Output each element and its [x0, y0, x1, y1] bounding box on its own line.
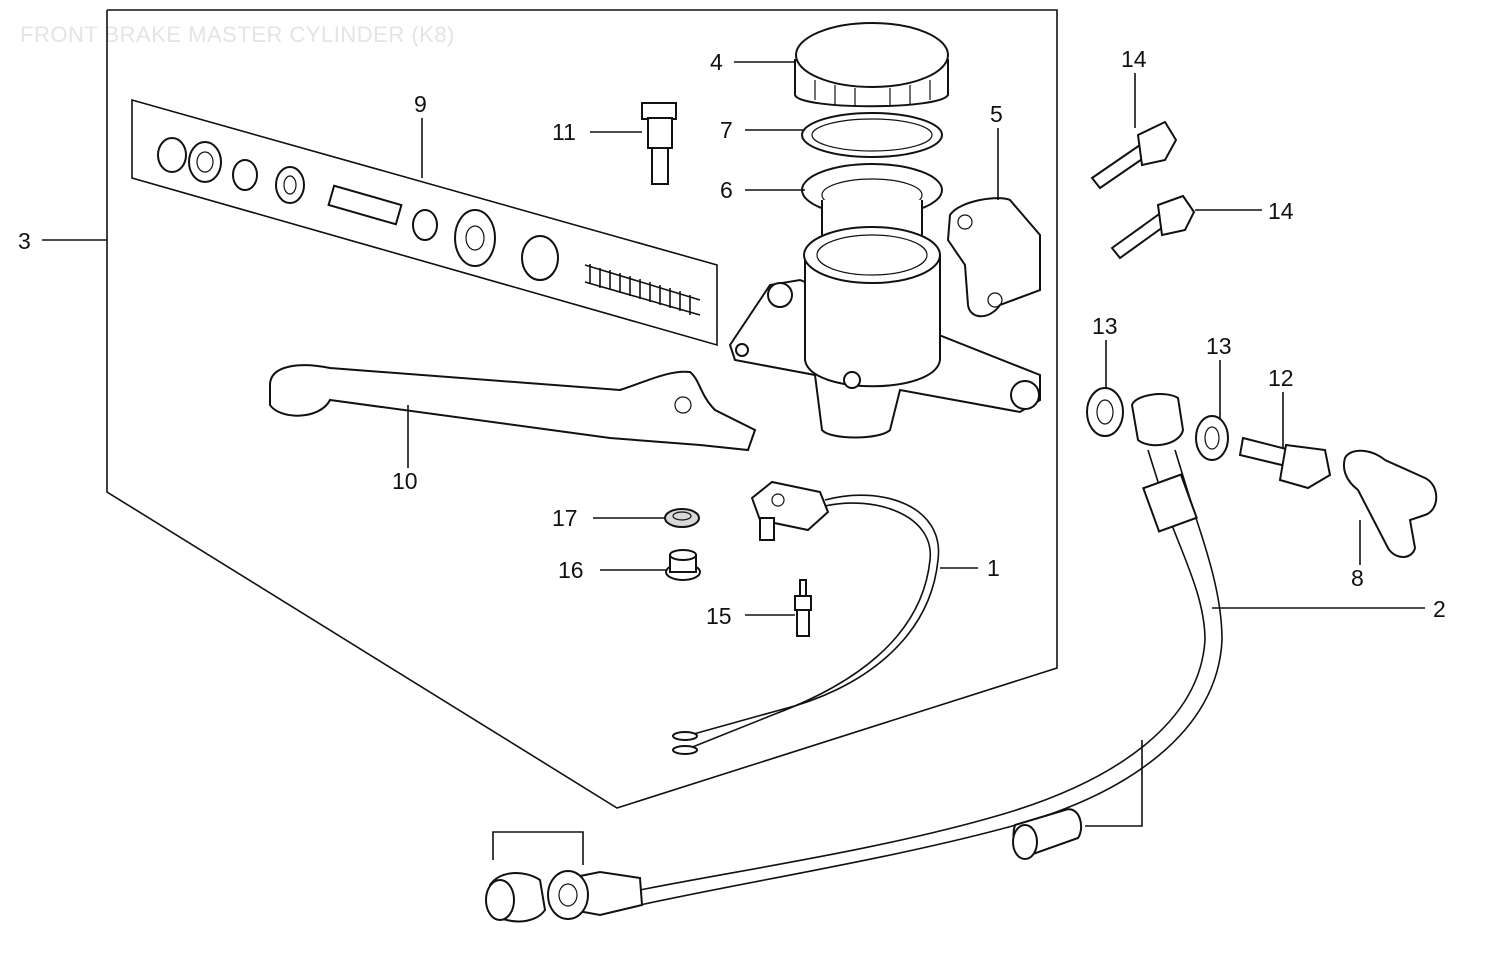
handlebar-holder	[946, 197, 1041, 318]
callout-12: 12	[1268, 365, 1294, 391]
reservoir-cap	[794, 22, 949, 108]
callout-13b: 13	[1206, 333, 1232, 359]
callout-7: 7	[720, 117, 733, 143]
callout-14b: 14	[1268, 198, 1294, 224]
callout-17: 17	[552, 505, 578, 531]
diaphragm-ring	[801, 112, 943, 158]
bleed-screw-lower	[1110, 194, 1196, 260]
brake-light-switch	[672, 480, 940, 755]
callout-2: 2	[1433, 596, 1446, 622]
callout-3: 3	[18, 228, 31, 254]
brake-lever	[269, 364, 757, 452]
master-cylinder-body	[728, 226, 1041, 439]
brake-hose	[485, 393, 1223, 923]
callout-10: 10	[392, 468, 418, 494]
callout-6: 6	[720, 177, 733, 203]
callout-13a: 13	[1092, 313, 1118, 339]
diagram-title: FRONT BRAKE MASTER CYLINDER (K8)	[20, 22, 455, 47]
callout-1: 1	[987, 555, 1000, 581]
assembly-outline	[106, 9, 1058, 809]
callout-9: 9	[414, 91, 427, 117]
switch-cap	[664, 508, 700, 528]
callout-5: 5	[990, 101, 1003, 127]
callout-14a: 14	[1121, 46, 1147, 72]
callout-4: 4	[710, 49, 723, 75]
bolt-cover	[1342, 449, 1438, 558]
switch-grommet	[665, 549, 701, 581]
piston-kit	[157, 137, 701, 316]
pivot-bolt	[641, 102, 677, 185]
sealing-washer-right	[1195, 415, 1229, 461]
callout-15: 15	[706, 603, 732, 629]
callout-16: 16	[558, 557, 584, 583]
kit-panel	[131, 98, 718, 347]
callout-11: 11	[552, 119, 576, 145]
return-spring	[584, 264, 701, 316]
switch-screw	[794, 579, 812, 637]
callout-labels: 1 2 3 4 5 6 7 8 9 10 11 12 13 13 14 14 1…	[18, 46, 1446, 629]
leader-lines	[42, 61, 1425, 616]
sealing-washer-left	[1086, 387, 1124, 437]
bleed-screw-upper	[1090, 120, 1178, 190]
oil-bolt	[1238, 436, 1332, 490]
callout-8: 8	[1351, 565, 1364, 591]
